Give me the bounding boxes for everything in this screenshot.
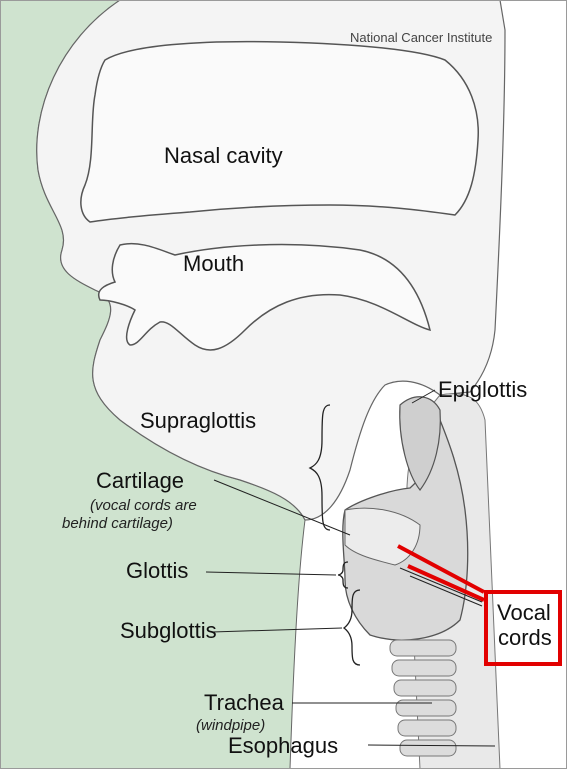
credit-text: National Cancer Institute [350, 30, 492, 45]
nasal-cavity-shape [81, 42, 478, 222]
label-mouth: Mouth [183, 251, 244, 277]
label-vocal: Vocal [497, 601, 551, 625]
label-glottis: Glottis [126, 558, 188, 584]
label-subglottis: Subglottis [120, 618, 217, 644]
label-trachea: Trachea [204, 690, 284, 716]
label-nasal-cavity: Nasal cavity [164, 143, 283, 169]
label-cartilage: Cartilage [96, 468, 184, 494]
label-cartilage-note-2: behind cartilage) [62, 515, 173, 532]
label-epiglottis: Epiglottis [438, 377, 527, 403]
label-cartilage-note-1: (vocal cords are [90, 497, 197, 514]
label-esophagus: Esophagus [228, 733, 338, 759]
label-cords: cords [498, 626, 552, 650]
label-trachea-note: (windpipe) [196, 717, 265, 734]
label-supraglottis: Supraglottis [140, 408, 256, 434]
